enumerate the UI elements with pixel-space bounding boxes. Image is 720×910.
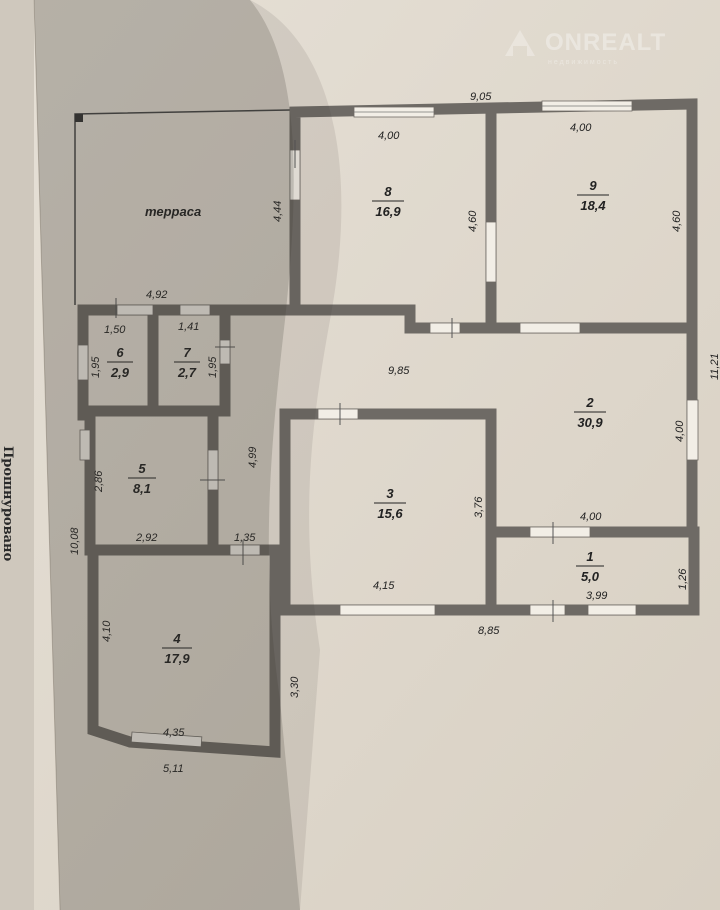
room-4-area: 17,9 bbox=[164, 651, 190, 666]
dim-r3-width: 4,15 bbox=[373, 580, 395, 592]
room-7-area: 2,7 bbox=[177, 365, 197, 380]
room-1-area: 5,0 bbox=[581, 569, 600, 584]
dim-r7-height: 1,95 bbox=[207, 356, 219, 378]
windows bbox=[77, 100, 699, 748]
room-5-area: 8,1 bbox=[133, 481, 151, 496]
dim-right-total: 11,21 bbox=[709, 353, 720, 380]
dim-r5-height: 2,86 bbox=[93, 470, 105, 493]
dim-r5-width: 2,92 bbox=[135, 532, 157, 544]
room-3-number: 3 bbox=[386, 486, 394, 501]
dimension-labels: 9,05 4,00 4,00 4,60 4,60 4,44 4,92 1,50 … bbox=[69, 91, 720, 775]
room-7-number: 7 bbox=[183, 345, 191, 360]
room-6-area: 2,9 bbox=[110, 365, 130, 380]
dim-r9-width: 4,00 bbox=[570, 122, 592, 134]
dim-terrace-height: 4,44 bbox=[272, 201, 284, 222]
dim-corridor: 4,99 bbox=[247, 447, 259, 468]
dim-r2-height: 4,00 bbox=[674, 420, 686, 442]
room-3-area: 15,6 bbox=[377, 506, 403, 521]
dim-r4-height: 4,10 bbox=[101, 620, 113, 642]
dim-r4-outer-width: 5,11 bbox=[163, 763, 184, 775]
dim-r6-width: 1,50 bbox=[104, 324, 126, 336]
dim-left-total: 10,08 bbox=[69, 527, 81, 555]
svg-text:ONREALT: ONREALT bbox=[545, 29, 666, 56]
dim-top-total: 9,05 bbox=[470, 91, 492, 103]
side-label: Прошнуровано bbox=[0, 446, 15, 562]
room-labels: терраса 8 16,9 9 18,4 6 2,9 7 2,7 5 8,1 … bbox=[107, 178, 609, 666]
door-markers bbox=[115, 140, 554, 622]
dim-r4-inner-width: 4,35 bbox=[163, 727, 185, 739]
room-8-area: 16,9 bbox=[375, 204, 401, 219]
page-edge bbox=[0, 0, 34, 910]
photo-shadow bbox=[34, 0, 300, 910]
svg-text:недвижимость: недвижимость bbox=[548, 59, 619, 66]
room-8-number: 8 bbox=[384, 184, 392, 199]
room-1-number: 1 bbox=[586, 549, 593, 564]
dim-r1-width: 3,99 bbox=[586, 590, 607, 602]
dim-r7-width: 1,41 bbox=[178, 321, 199, 333]
dim-bottom-mid: 8,85 bbox=[478, 625, 500, 637]
terrace-label: терраса bbox=[145, 204, 201, 219]
walls bbox=[77, 98, 700, 758]
room-2-number: 2 bbox=[585, 395, 594, 410]
dim-r2-width: 4,00 bbox=[580, 511, 602, 523]
dim-r8-width: 4,00 bbox=[378, 130, 400, 142]
room-9-area: 18,4 bbox=[580, 198, 606, 213]
room-5-number: 5 bbox=[138, 461, 146, 476]
room-2-area: 30,9 bbox=[577, 415, 603, 430]
dim-r1-height: 1,26 bbox=[677, 568, 689, 590]
dim-r9-height: 4,60 bbox=[671, 210, 683, 232]
dim-r6-height: 1,95 bbox=[90, 356, 102, 378]
room-9-number: 9 bbox=[589, 178, 597, 193]
room-4-number: 4 bbox=[172, 631, 181, 646]
dim-r3-height: 3,76 bbox=[473, 496, 485, 518]
dim-hall-width: 9,85 bbox=[388, 365, 410, 377]
dim-passage: 1,35 bbox=[234, 532, 256, 544]
watermark-logo: ONREALT недвижимость bbox=[505, 29, 666, 66]
dim-r4-right: 3,30 bbox=[289, 676, 301, 698]
dim-terrace-width: 4,92 bbox=[146, 289, 167, 301]
dim-r8-height: 4,60 bbox=[467, 210, 479, 232]
room-6-number: 6 bbox=[116, 345, 124, 360]
